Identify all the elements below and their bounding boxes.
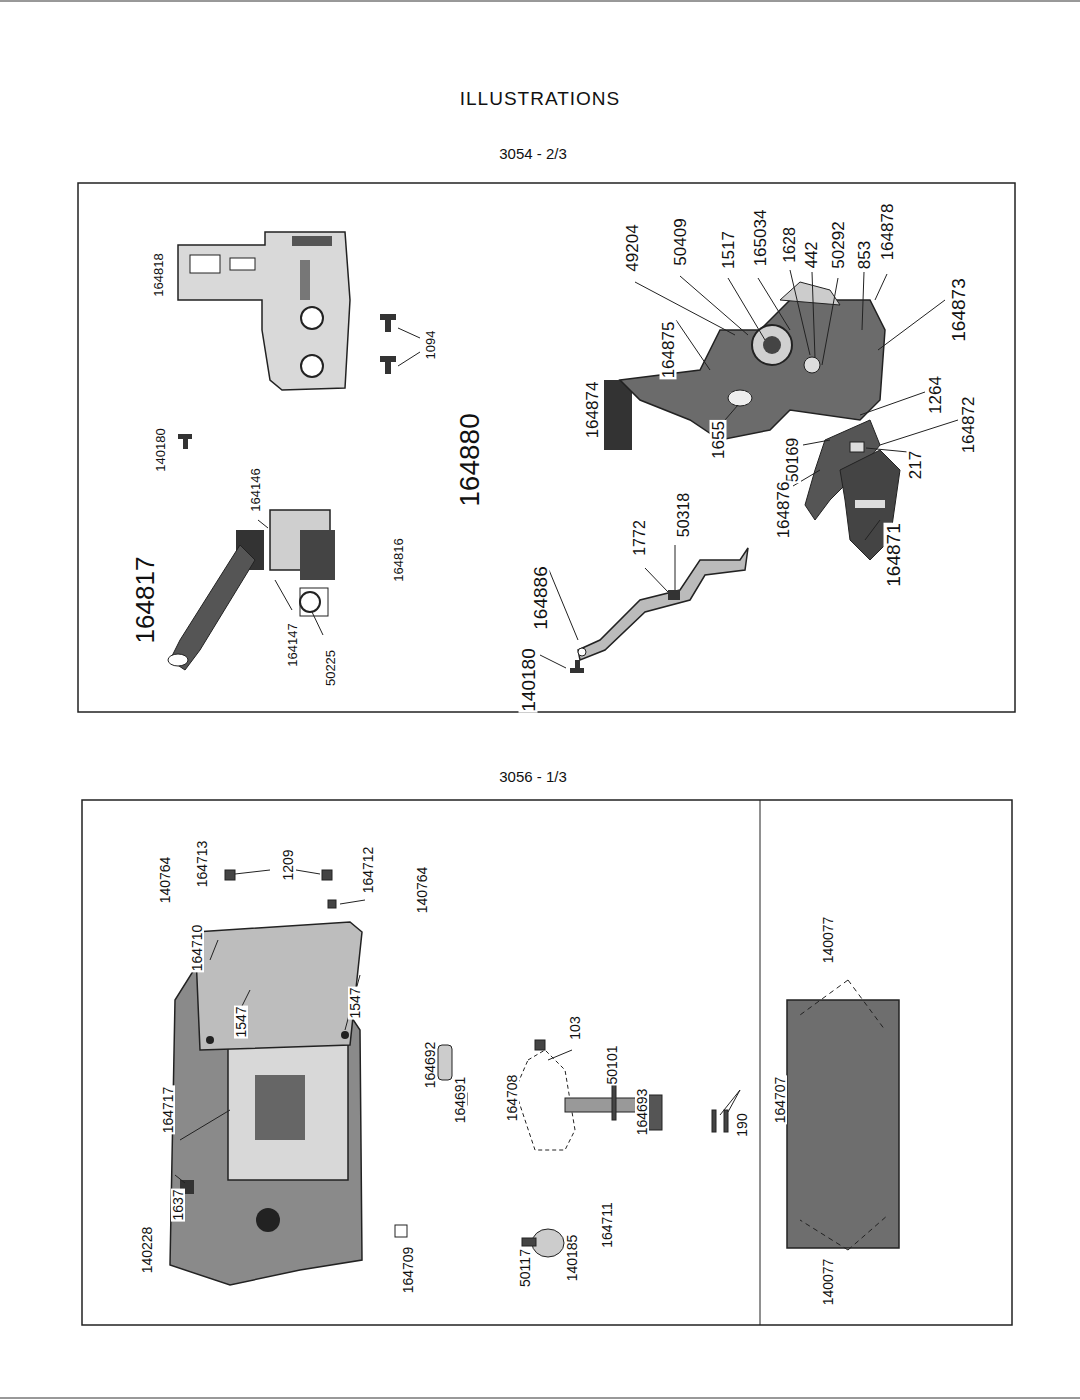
throat-plate <box>178 232 350 390</box>
callout-number: 103 <box>568 1015 582 1040</box>
callout-number: 140180 <box>519 647 538 712</box>
callout-number: 164713 <box>195 840 209 889</box>
callout-number: 164710 <box>190 924 204 973</box>
callout-number: 1264 <box>927 375 944 415</box>
callout-number: 49204 <box>624 223 641 272</box>
callout-number: 164147 <box>286 622 299 667</box>
panel-divider <box>760 800 761 1325</box>
callout-number: 164692 <box>423 1041 437 1090</box>
callout-number: 140077 <box>821 1258 835 1307</box>
callout-number: 1637 <box>171 1188 185 1221</box>
callout-number: 164707 <box>773 1076 787 1125</box>
callout-number: 50292 <box>830 220 847 269</box>
callout-number: 164817 <box>132 556 158 645</box>
callout-number: 50409 <box>672 217 689 266</box>
small-parts <box>225 870 728 1257</box>
callout-number: 164880 <box>456 412 484 507</box>
callout-number: 140185 <box>565 1234 579 1283</box>
callout-number: 1517 <box>720 230 737 270</box>
leader-line <box>540 655 566 668</box>
leader-line <box>275 580 292 610</box>
leader-line <box>549 570 578 640</box>
leader-line <box>312 612 323 635</box>
callout-number: 164876 <box>775 481 792 540</box>
callout-number: 442 <box>804 241 820 270</box>
leader-line <box>635 270 958 540</box>
callout-number: 164717 <box>161 1086 175 1135</box>
callout-number: 140180 <box>154 427 167 472</box>
presser-foot <box>168 510 335 670</box>
callout-number: 164146 <box>249 467 262 512</box>
callout-number: 140077 <box>821 916 835 965</box>
screw-icon <box>178 314 396 449</box>
panel-frame <box>82 800 1012 1325</box>
panel-heading: 3054 - 2/3 <box>498 146 568 161</box>
callout-number: 1209 <box>281 848 295 881</box>
callout-number: 1547 <box>348 986 362 1019</box>
leader-line <box>675 545 676 590</box>
callout-number: 164873 <box>949 277 968 342</box>
callout-number: 853 <box>856 240 873 270</box>
callout-number: 140764 <box>158 856 172 905</box>
base-cover <box>787 1000 899 1248</box>
callout-number: 50225 <box>324 649 337 687</box>
leader-line <box>398 352 420 366</box>
screw-icon <box>570 660 584 673</box>
callout-number: 50117 <box>518 1248 532 1288</box>
callout-number: 164711 <box>600 1201 614 1249</box>
callout-number: 50101 <box>605 1045 619 1086</box>
leader-line <box>800 980 888 1250</box>
callout-number: 164816 <box>392 537 405 582</box>
panel-frame <box>78 183 1015 712</box>
callout-number: 50318 <box>676 492 692 539</box>
callout-number: 1772 <box>632 519 648 557</box>
callout-number: 164693 <box>635 1088 649 1137</box>
lever-arm <box>578 548 748 660</box>
cover-plate <box>195 922 362 1050</box>
callout-number: 1655 <box>710 420 727 460</box>
callout-number: 1094 <box>424 330 437 361</box>
callout-number: 190 <box>735 1112 749 1137</box>
callout-number: 140228 <box>140 1226 154 1275</box>
leader-line <box>645 568 668 592</box>
callout-number: 164712 <box>361 846 375 895</box>
callout-number: 164818 <box>152 252 165 297</box>
callout-number: 164709 <box>401 1246 415 1295</box>
page-title: ILLUSTRATIONS <box>0 88 1080 110</box>
callout-number: 164691 <box>453 1076 467 1125</box>
leader-line <box>398 328 420 338</box>
panel-heading: 3056 - 1/3 <box>498 769 568 784</box>
callout-number: 164872 <box>960 396 977 455</box>
callout-number: 1628 <box>782 226 798 264</box>
callout-number: 140764 <box>415 866 429 915</box>
callout-number: 1547 <box>234 1005 248 1038</box>
callout-number: 50169 <box>785 437 801 484</box>
page-rule <box>0 1398 1080 1399</box>
leader-line <box>258 520 268 528</box>
leader-line <box>175 870 740 1183</box>
page-rule <box>0 1 1080 2</box>
callout-number: 164708 <box>505 1074 519 1123</box>
callout-number: 164874 <box>584 381 601 440</box>
callout-number: 217 <box>907 450 924 480</box>
callout-number: 164886 <box>531 565 550 630</box>
callout-number: 164878 <box>879 203 896 262</box>
callout-number: 164871 <box>884 522 903 587</box>
callout-number: 165034 <box>752 209 769 268</box>
callout-number: 164875 <box>660 321 677 380</box>
cutter-assembly <box>604 282 900 560</box>
